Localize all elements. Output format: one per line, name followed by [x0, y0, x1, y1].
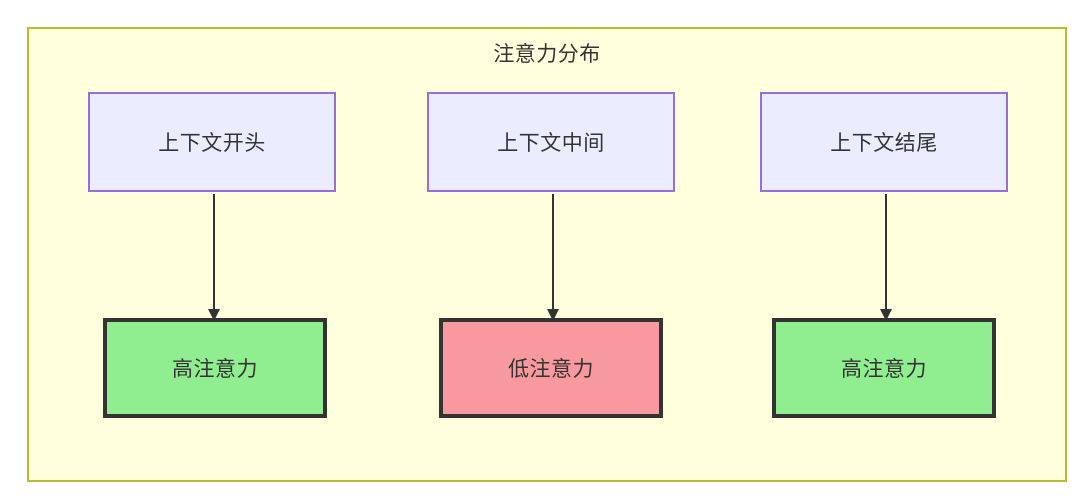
edge-context-end-to-attention-high-end	[880, 194, 892, 321]
node-label: 上下文结尾	[830, 132, 938, 155]
subgraph-title: 注意力分布	[493, 43, 601, 66]
edge-context-start-to-attention-high-start	[208, 194, 220, 321]
node-label: 上下文开头	[158, 132, 266, 155]
node-attention-high-end[interactable]: 高注意力	[772, 318, 996, 418]
node-context-start[interactable]: 上下文开头	[88, 92, 336, 192]
node-context-end[interactable]: 上下文结尾	[760, 92, 1008, 192]
edge-connectors-layer	[208, 194, 892, 321]
node-label: 上下文中间	[497, 132, 605, 155]
node-attention-low-middle[interactable]: 低注意力	[439, 318, 663, 418]
node-label: 高注意力	[172, 358, 258, 381]
node-label: 低注意力	[508, 358, 594, 381]
node-attention-high-start[interactable]: 高注意力	[103, 318, 327, 418]
edge-context-middle-to-attention-low-middle	[547, 194, 559, 321]
node-context-middle[interactable]: 上下文中间	[427, 92, 675, 192]
node-label: 高注意力	[841, 358, 927, 381]
